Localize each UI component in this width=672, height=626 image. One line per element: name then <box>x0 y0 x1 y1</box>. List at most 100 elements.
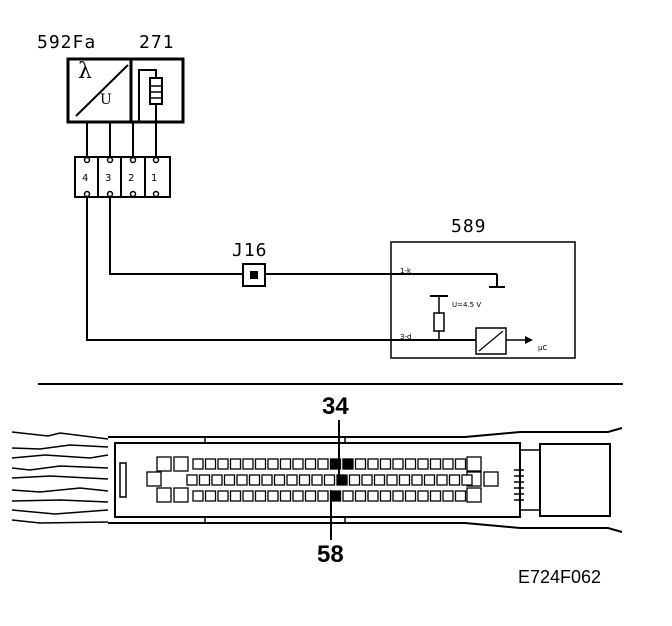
sensor-label: 592Fa <box>37 32 97 53</box>
pin-row-middle <box>436 474 448 486</box>
pin-row-top <box>229 458 242 470</box>
pin-row-middle <box>461 474 473 486</box>
pin-row-top <box>379 458 392 470</box>
pin-row-bottom <box>417 490 429 502</box>
junction-j16 <box>242 263 266 287</box>
pin-row-top <box>192 458 204 470</box>
pin-row-top <box>279 458 292 470</box>
pin-row-middle <box>186 474 198 486</box>
pin-row-top <box>329 458 342 470</box>
pullup-resistor-icon <box>433 312 445 332</box>
pin-row-bottom <box>454 490 467 502</box>
pin-row-middle <box>348 474 361 486</box>
pin-row-top <box>317 458 329 470</box>
pin-row-middle <box>298 474 311 486</box>
junction-label: J16 <box>232 240 268 261</box>
pin-row-middle <box>448 474 461 486</box>
pin-row-bottom <box>404 490 417 502</box>
output-arrow-icon <box>525 336 533 344</box>
wire-pin3 <box>109 197 243 275</box>
pin-row-top <box>204 458 217 470</box>
large-pin <box>466 456 482 472</box>
pin-row-bottom <box>379 490 392 502</box>
pin-row-middle <box>236 474 248 486</box>
pin-row-top <box>254 458 267 470</box>
pin-row-bottom <box>279 490 292 502</box>
pin-row-bottom <box>292 490 304 502</box>
pin-row-top <box>454 458 467 470</box>
connector-pin-3: 3 <box>105 173 112 184</box>
pin-row-middle <box>211 474 223 486</box>
pin-row-middle <box>198 474 211 486</box>
pin-row-middle <box>323 474 336 486</box>
pin-row-middle <box>261 474 273 486</box>
pin-row-bottom <box>304 490 317 502</box>
pin-row-top <box>442 458 454 470</box>
wire-pin4 <box>86 197 476 341</box>
microcontroller-label: μC <box>538 344 548 352</box>
pin-row-middle <box>336 474 348 486</box>
pin-row-middle <box>273 474 286 486</box>
large-pin <box>173 487 189 503</box>
large-pin <box>483 471 499 487</box>
voltage-symbol: U <box>100 92 112 108</box>
pin-grid <box>146 456 499 503</box>
pin-row-middle <box>361 474 373 486</box>
pin-row-middle <box>386 474 398 486</box>
pin-58-label: 58 <box>317 541 344 568</box>
pin-row-middle <box>311 474 323 486</box>
ecu-box <box>390 241 576 359</box>
pin-row-top <box>304 458 317 470</box>
pin-row-bottom <box>192 490 204 502</box>
pin-row-top <box>354 458 367 470</box>
pin-row-bottom <box>442 490 454 502</box>
reference-voltage: U=4.5 V <box>452 301 482 309</box>
pin-row-middle <box>248 474 261 486</box>
pin-row-top <box>217 458 229 470</box>
pin-row-top <box>417 458 429 470</box>
pin-row-bottom <box>217 490 229 502</box>
pin-row-bottom <box>392 490 404 502</box>
pin-row-bottom <box>317 490 329 502</box>
figure-reference: E724F062 <box>518 567 602 587</box>
sensor-diagonal <box>75 64 129 117</box>
heater-label: 271 <box>139 32 175 53</box>
pin-row-bottom <box>354 490 367 502</box>
connector-pin-4: 4 <box>82 173 89 184</box>
pin-row-top <box>267 458 279 470</box>
pin-row-top <box>367 458 379 470</box>
connector-pin-1: 1 <box>151 173 158 184</box>
pin-row-bottom <box>342 490 354 502</box>
amplifier-icon <box>475 327 507 355</box>
large-pin <box>146 471 162 487</box>
ecu-connector-view <box>11 427 623 533</box>
pin-row-bottom <box>254 490 267 502</box>
pin-row-bottom <box>229 490 242 502</box>
pin-row-middle <box>286 474 298 486</box>
pin-row-top <box>292 458 304 470</box>
pin-row-top <box>342 458 354 470</box>
large-pin <box>156 487 172 503</box>
pin-34-label: 34 <box>322 393 349 420</box>
pin-row-middle <box>411 474 423 486</box>
ecu-pin-lower: 3-d <box>400 333 412 341</box>
pin-row-bottom <box>429 490 442 502</box>
large-pin <box>173 456 189 472</box>
pin-row-bottom <box>204 490 217 502</box>
sensor-connector <box>74 156 171 198</box>
ecu-label: 589 <box>451 216 487 237</box>
lambda-icon: λ <box>78 59 92 84</box>
pin-row-top <box>242 458 254 470</box>
heater-resistor-icon <box>149 77 163 105</box>
pin-row-top <box>429 458 442 470</box>
pin-row-middle <box>423 474 436 486</box>
ecu-pin-upper: 1-k <box>400 267 412 275</box>
pin-row-middle <box>223 474 236 486</box>
pin-row-bottom <box>367 490 379 502</box>
pin-row-middle <box>373 474 386 486</box>
connector-pin-2: 2 <box>128 173 135 184</box>
pin-row-bottom <box>242 490 254 502</box>
pin-row-middle <box>398 474 411 486</box>
pin-row-top <box>404 458 417 470</box>
